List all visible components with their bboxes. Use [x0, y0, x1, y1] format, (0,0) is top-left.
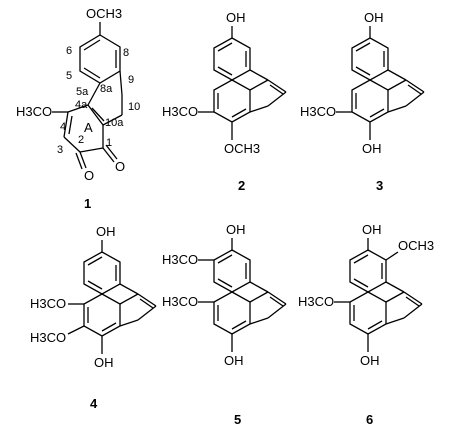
hydroxyl-label: OH	[226, 10, 246, 25]
methoxy-label: H3CO	[30, 330, 66, 345]
methoxy-label: OCH3	[86, 6, 122, 21]
locant: 3	[57, 144, 63, 156]
locant: 4a	[75, 99, 88, 111]
locant: 5a	[76, 86, 89, 98]
methoxy-label: OCH3	[398, 238, 434, 253]
ring-label: A	[84, 120, 93, 135]
methoxy-label: H3CO	[162, 104, 198, 119]
hydroxyl-label: OH	[364, 10, 384, 25]
compound-number: 5	[234, 412, 241, 427]
methoxy-label: H3CO	[16, 104, 52, 119]
methoxy-label: H3CO	[298, 294, 334, 309]
locant: 4	[60, 121, 66, 133]
compound-2: OH H3CO OCH3 2	[162, 10, 287, 193]
hydroxyl-label: OH	[96, 224, 116, 239]
locant: 1	[106, 137, 112, 149]
hydroxyl-label: OH	[362, 222, 382, 237]
hydroxyl-label: OH	[226, 222, 246, 237]
hydroxyl-label: OH	[360, 353, 380, 368]
compound-number: 6	[366, 412, 373, 427]
locant: 10	[128, 101, 140, 113]
hydroxyl-label: OH	[224, 353, 244, 368]
oxygen-label: O	[115, 159, 125, 174]
compound-number: 2	[238, 178, 245, 193]
locant: 8a	[100, 83, 113, 95]
methoxy-label: H3CO	[300, 104, 336, 119]
compound-number: 4	[90, 396, 98, 411]
compound-4: OH H3CO H3CO OH 4	[30, 224, 157, 411]
locant: 6	[66, 45, 72, 57]
locant: 10a	[105, 117, 124, 129]
hydroxyl-label: OH	[94, 355, 114, 370]
hydroxyl-label: OH	[362, 141, 382, 156]
oxygen-label: O	[84, 168, 94, 183]
compound-6: OH OCH3 H3CO OH 6	[298, 222, 434, 427]
methoxy-label: H3CO	[30, 296, 66, 311]
compound-number: 3	[376, 178, 383, 193]
methoxy-label: H3CO	[162, 252, 198, 267]
locant: 2	[78, 134, 84, 146]
compound-number: 1	[84, 196, 91, 211]
compound-1: OCH3 H3CO O O 6 8 5 8a 9 10 5a 4a 10a 4 …	[16, 6, 140, 211]
locant: 8	[123, 47, 129, 59]
methoxy-label: H3CO	[162, 294, 198, 309]
methoxy-label: OCH3	[224, 141, 260, 156]
compound-5: OH H3CO H3CO OH 5	[162, 222, 287, 427]
locant: 9	[128, 74, 134, 86]
compound-3: OH H3CO OH 3	[300, 10, 425, 193]
locant: 5	[66, 70, 72, 82]
